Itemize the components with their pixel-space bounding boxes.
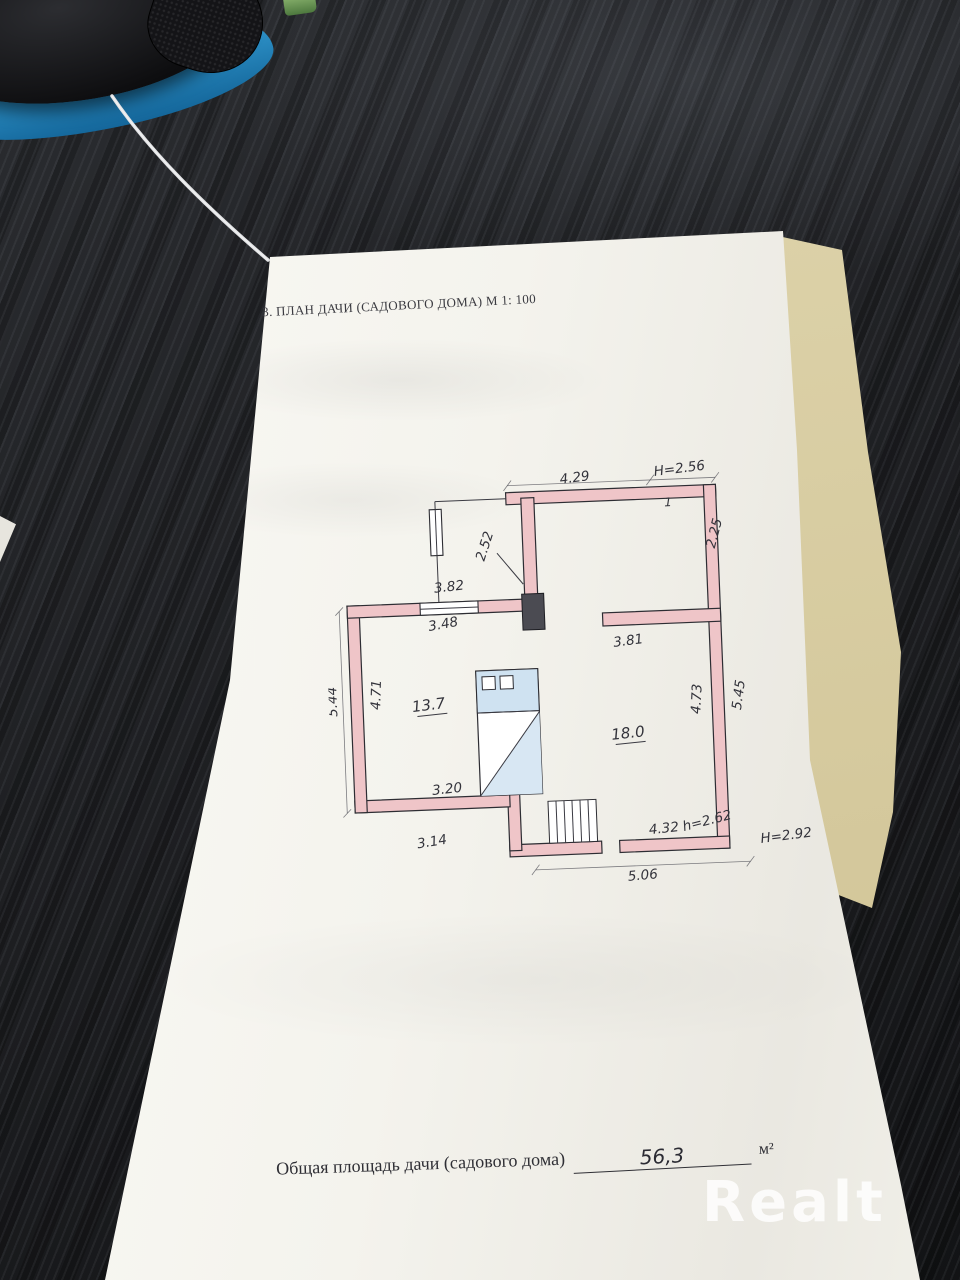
dimension-lines	[335, 471, 755, 876]
chimney-block	[521, 592, 546, 631]
dim-right-outer: 5.45	[729, 679, 749, 711]
dim-bottom-right-outer: 5.06	[627, 866, 658, 885]
room-left-area: 13.7	[411, 694, 447, 716]
dim-left-outer: 5.44	[324, 687, 341, 718]
dim-left-window-outer: 3.82	[433, 578, 465, 597]
dim-ceiling-bottom: Н=2.92	[760, 825, 813, 847]
dim-flue: 2.52	[473, 530, 497, 564]
total-area-unit: м²	[758, 1140, 775, 1158]
dim-bottom-left-inner: 3.20	[431, 780, 463, 799]
dim-top-height: Н=2.56	[653, 458, 706, 480]
dim-bottom-left-outer: 3.14	[416, 832, 448, 853]
realt-watermark: Realt	[702, 1170, 887, 1235]
dim-interior-wall: 3.81	[612, 631, 644, 651]
dim-point-mark: 1	[664, 495, 672, 509]
stairs	[547, 798, 599, 844]
dim-top-width: 4.29	[559, 468, 591, 488]
dim-bottom-right-inner: 4.32	[648, 819, 680, 838]
dim-right-inner: 4.73	[688, 684, 705, 715]
veranda-outline	[419, 498, 506, 616]
dimension-labels: 4.29 Н=2.56 1 2.25 2.52 3.82 3.48 3.81 5…	[324, 458, 813, 885]
dim-upper-right: 2.25	[703, 517, 726, 550]
stove	[475, 667, 544, 797]
floor-plan: 4.29 Н=2.56 1 2.25 2.52 3.82 3.48 3.81 5…	[319, 442, 837, 912]
dim-left-window-inner: 3.48	[427, 614, 459, 635]
dim-left-inner: 4.71	[368, 680, 385, 711]
room-right-area: 18.0	[610, 722, 645, 744]
